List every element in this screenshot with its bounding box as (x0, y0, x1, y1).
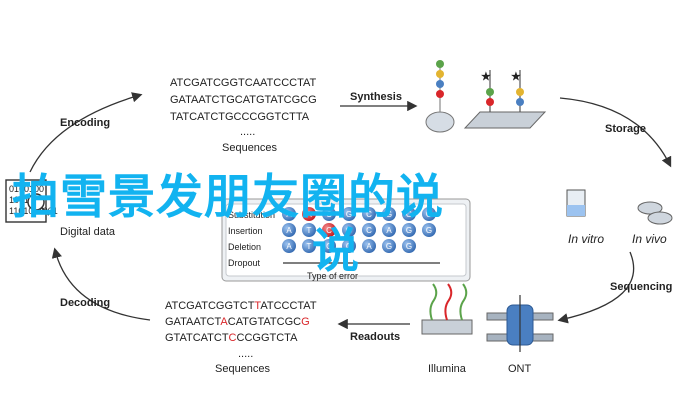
nucleotide-letter: C (366, 210, 372, 219)
nucleotide-letter: C (326, 210, 332, 219)
nucleotide-bead (362, 223, 376, 237)
binary-row-3: 1101011001 (9, 206, 58, 216)
top-seq-dots: ..... (240, 126, 255, 138)
nucleotide-bead (402, 223, 416, 237)
nucleotide-letter: T (307, 226, 312, 235)
sequencing-arrow (557, 251, 635, 324)
nucleotide-bead (282, 239, 296, 253)
storage-label: Storage (605, 123, 646, 135)
nucleotide-bead (322, 239, 336, 253)
nucleotide-bead (422, 223, 436, 237)
nucleotide-bead (282, 207, 296, 221)
bottom-seq-dots: ..... (238, 348, 253, 360)
nucleotide-letter: A (306, 210, 312, 219)
binary-row-1: 0100100 (9, 184, 44, 194)
nucleotide-bead (382, 239, 396, 253)
illumina-label: Illumina (428, 363, 467, 375)
nucleotide-letter: T (307, 242, 312, 251)
digital-data-icon: 0100100 1001010 1101011001 (5, 179, 58, 223)
nucleotide-bead (422, 207, 436, 221)
in-vitro-label: In vitro (568, 232, 604, 246)
nucleotide-letter: G (386, 242, 392, 251)
nucleotide-letter: A (286, 226, 292, 235)
synthesis-label: Synthesis (350, 91, 402, 103)
nucleotide-letter: G (386, 210, 392, 219)
encoding-arrow (29, 92, 143, 173)
error-row-insertion: Insertion (228, 226, 263, 236)
nucleotide-letter: A (386, 226, 392, 235)
nucleotide-letter: G (346, 210, 352, 219)
nucleotide-letter: A (366, 242, 372, 251)
nucleotide-bead (342, 207, 356, 221)
nucleotide-bead (382, 207, 396, 221)
decoding-label: Decoding (60, 297, 110, 309)
bottom-seq-1: ATCGATCGGTCTTATCCCTAT (165, 300, 317, 312)
error-row-dropout: Dropout (228, 258, 261, 268)
top-seq-2: GATAATCTGCATGTATCGCG (170, 94, 317, 106)
svg-text:★: ★ (481, 71, 491, 83)
bottom-seq-3: GTATCATCTCCCGGTCTA (165, 332, 298, 344)
nucleotide-bead (402, 207, 416, 221)
nucleotide-letter: C (326, 226, 332, 235)
synthesis-machine-icon: ★ ★ (425, 60, 547, 133)
ont-label: ONT (508, 363, 532, 375)
nucleotide-letter: G (406, 226, 412, 235)
ont-icon (486, 295, 554, 352)
decoding-arrow (51, 247, 151, 321)
readouts-label: Readouts (350, 331, 400, 343)
nucleotide-letter: G (346, 242, 352, 251)
in-vivo-icon (637, 201, 673, 225)
nucleotide-bead (402, 239, 416, 253)
in-vitro-icon (566, 189, 586, 217)
nucleotide-bead (342, 239, 356, 253)
storage-arrow (559, 97, 672, 168)
error-types-panel: Substitution Insertion Deletion Dropout … (221, 198, 471, 282)
top-sequences-label: Sequences (222, 142, 278, 154)
nucleotide-bead (302, 239, 316, 253)
nucleotide-bead (362, 239, 376, 253)
svg-text:★: ★ (511, 71, 521, 83)
top-seq-3: TATCATCTGCCCGGTCTTA (170, 111, 310, 123)
digital-data-label: Digital data (60, 226, 116, 238)
nucleotide-letter: G (346, 226, 352, 235)
error-row-substitution: Substitution (228, 210, 275, 220)
nucleotide-bead (342, 223, 356, 237)
nucleotide-bead (322, 207, 336, 221)
encoding-label: Encoding (60, 117, 110, 129)
illumina-icon (421, 283, 473, 335)
nucleotide-bead (302, 207, 316, 221)
nucleotide-bead (382, 223, 396, 237)
nucleotide-bead (362, 207, 376, 221)
error-types-caption: Type of error (307, 271, 358, 281)
nucleotide-letter: A (286, 210, 292, 219)
nucleotide-letter: C (366, 226, 372, 235)
top-seq-1: ATCGATCGGTCAATCCCTAT (170, 77, 317, 89)
bottom-seq-2: GATAATCTACATGTATCGCG (165, 316, 310, 328)
sequencing-label: Sequencing (610, 281, 672, 293)
nucleotide-bead (282, 223, 296, 237)
error-row-deletion: Deletion (228, 242, 261, 252)
nucleotide-letter: G (406, 242, 412, 251)
bottom-sequences-label: Sequences (215, 363, 271, 375)
nucleotide-letter: G (426, 210, 432, 219)
nucleotide-bead (322, 223, 336, 237)
nucleotide-letter: G (406, 210, 412, 219)
nucleotide-bead (302, 223, 316, 237)
in-vivo-label: In vivo (632, 232, 667, 246)
nucleotide-letter: C (326, 242, 332, 251)
nucleotide-letter: A (286, 242, 292, 251)
binary-row-2: 1001010 (9, 195, 44, 205)
nucleotide-letter: G (426, 226, 432, 235)
